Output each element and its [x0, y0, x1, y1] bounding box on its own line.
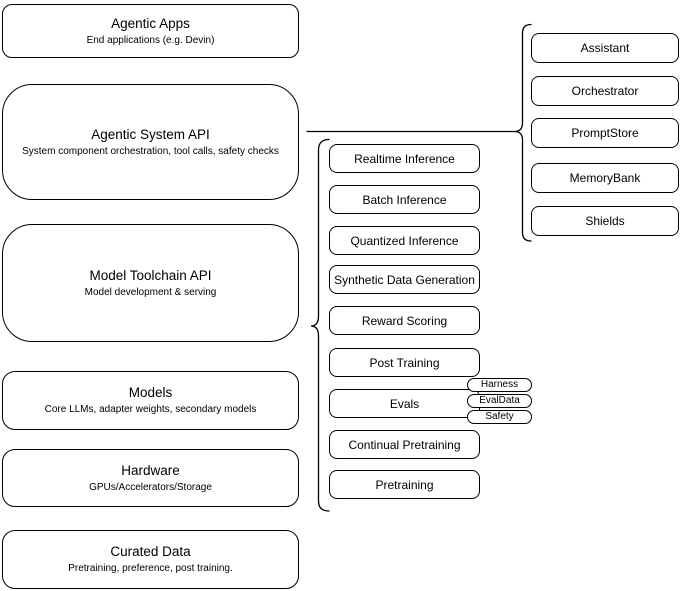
components-column-brace	[514, 23, 532, 242]
node-agentic-system-api: Agentic System API System component orch…	[2, 84, 299, 200]
node-realtime-inference: Realtime Inference	[329, 144, 480, 173]
node-subtitle: System component orchestration, tool cal…	[22, 145, 279, 157]
node-agentic-apps: Agentic Apps End applications (e.g. Devi…	[2, 4, 299, 58]
node-subtitle: GPUs/Accelerators/Storage	[89, 481, 212, 493]
node-title: Hardware	[121, 462, 180, 478]
node-synthetic-data-generation: Synthetic Data Generation	[329, 265, 480, 294]
node-title: Agentic Apps	[111, 15, 190, 31]
node-subtitle: Core LLMs, adapter weights, secondary mo…	[44, 404, 257, 415]
node-subtitle: Model development & serving	[84, 286, 217, 298]
node-title: Curated Data	[110, 544, 191, 559]
node-orchestrator: Orchestrator	[531, 76, 679, 106]
node-model-toolchain-api: Model Toolchain API Model development & …	[2, 224, 299, 342]
node-evals: Evals	[329, 389, 480, 418]
node-continual-pretraining: Continual Pretraining	[329, 430, 480, 459]
tag-safety: Safety	[467, 410, 532, 424]
node-memorybank: MemoryBank	[531, 163, 679, 193]
tag-evaldata: EvalData	[467, 394, 532, 408]
node-shields: Shields	[531, 206, 679, 236]
node-batch-inference: Batch Inference	[329, 185, 480, 214]
node-title: Model Toolchain API	[89, 267, 212, 283]
node-title: Agentic System API	[91, 126, 210, 142]
node-subtitle: Pretraining, preference, post training.	[68, 563, 233, 574]
node-models: Models Core LLMs, adapter weights, secon…	[2, 371, 299, 430]
node-quantized-inference: Quantized Inference	[329, 226, 480, 255]
node-assistant: Assistant	[531, 33, 679, 63]
node-promptstore: PromptStore	[531, 118, 679, 148]
node-pretraining: Pretraining	[329, 470, 480, 499]
node-curated-data: Curated Data Pretraining, preference, po…	[2, 530, 299, 589]
node-title: Models	[128, 385, 173, 400]
node-subtitle: End applications (e.g. Devin)	[86, 34, 215, 46]
node-post-training: Post Training	[329, 348, 480, 377]
node-reward-scoring: Reward Scoring	[329, 306, 480, 335]
node-hardware: Hardware GPUs/Accelerators/Storage	[2, 449, 299, 507]
toolchain-column-brace	[310, 138, 330, 512]
tag-harness: Harness	[467, 378, 532, 392]
